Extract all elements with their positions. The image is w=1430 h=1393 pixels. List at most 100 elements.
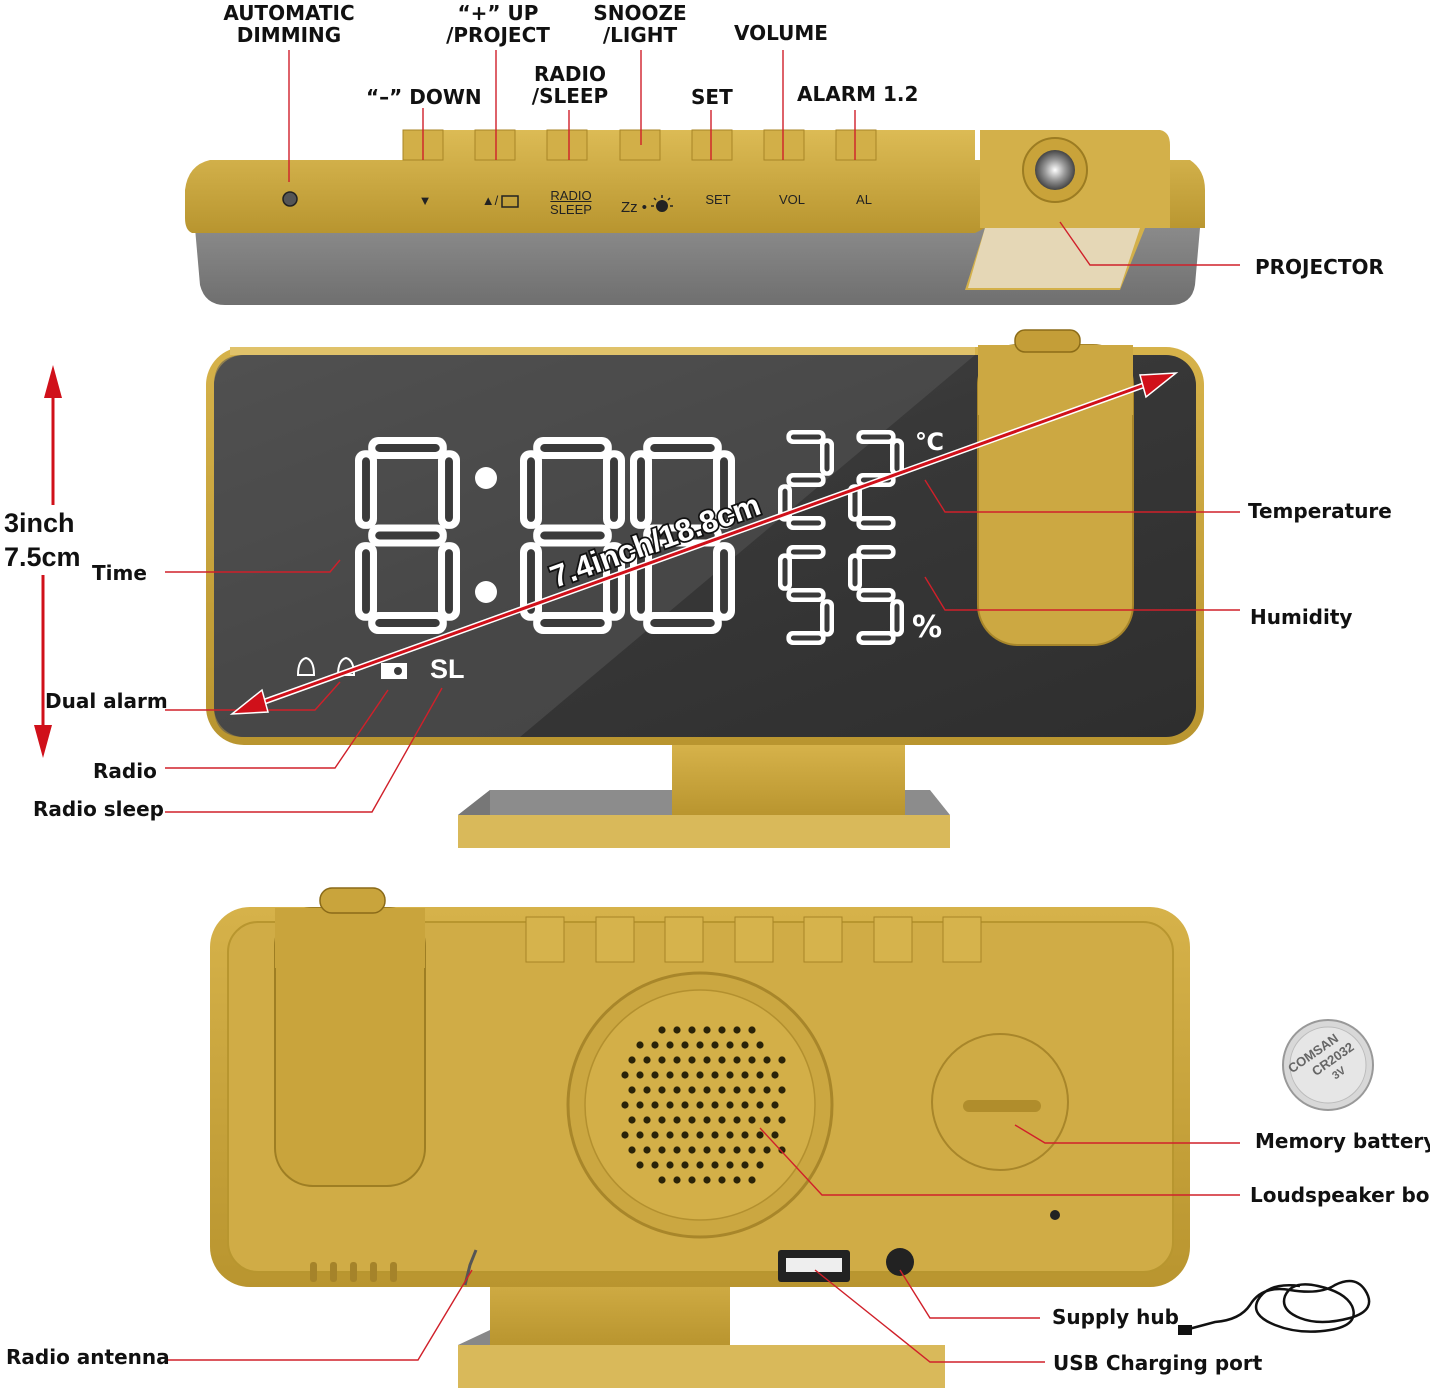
humidity-digit-2-segment-a-hollow <box>860 549 892 555</box>
label-automatic-dimming: AUTOMATIC DIMMING <box>223 1 355 47</box>
top-view-gray-panel <box>195 228 1200 305</box>
speaker-hole <box>778 1116 786 1124</box>
speaker-hole <box>666 1041 674 1049</box>
temp-digit-2-segment-b-hollow <box>894 442 900 472</box>
speaker-hole <box>681 1071 689 1079</box>
speaker-hole <box>703 1056 711 1064</box>
alarm-1-icon <box>296 656 316 676</box>
temp-digit-1-segment-d-hollow <box>790 520 822 526</box>
speaker-hole <box>756 1161 764 1169</box>
speaker-hole <box>711 1131 719 1139</box>
temp-digit-1-segment-g-hollow <box>790 477 822 483</box>
speaker-hole <box>658 1086 666 1094</box>
time-digit-1-segment-f-hollow <box>362 457 370 522</box>
back-stand-base <box>458 1345 945 1388</box>
time-digit-1-segment-d-hollow <box>375 619 440 627</box>
speaker-hole <box>703 1116 711 1124</box>
speaker-hole <box>666 1131 674 1139</box>
label-radio-antenna: Radio antenna <box>6 1345 170 1369</box>
speaker-hole <box>696 1161 704 1169</box>
time-digit-1-segment-e-hollow <box>362 549 370 614</box>
speaker-hole <box>741 1131 749 1139</box>
speaker-hole <box>628 1116 636 1124</box>
speaker-hole <box>711 1041 719 1049</box>
label-usb-port: USB Charging port <box>1053 1351 1263 1375</box>
label-time: Time <box>92 561 147 585</box>
speaker-hole <box>643 1056 651 1064</box>
speaker-hole <box>726 1131 734 1139</box>
speaker-hole <box>748 1176 756 1184</box>
caption-up: ▲/ <box>481 193 499 208</box>
time-digit-2-segment-a-hollow <box>540 444 605 452</box>
speaker-hole <box>673 1116 681 1124</box>
speaker-hole <box>711 1101 719 1109</box>
speaker-hole <box>748 1026 756 1034</box>
humidity-digit-1-segment-f-hollow <box>782 557 788 587</box>
speaker-hole <box>636 1131 644 1139</box>
label-up-project: “+” UP /PROJECT <box>446 1 550 47</box>
label-down: “–” DOWN <box>366 85 482 109</box>
label-volume: VOLUME <box>734 21 828 45</box>
speaker-hole <box>681 1041 689 1049</box>
speaker-hole <box>718 1116 726 1124</box>
speaker-hole <box>673 1026 681 1034</box>
humidity-digit-1-segment-g-hollow <box>790 592 822 598</box>
time-colon-dot-1 <box>475 467 497 489</box>
time-digit-3-segment-b-hollow <box>720 457 728 522</box>
time-digit-2-segment-c-hollow <box>610 549 618 614</box>
time-digit-3-segment-g-hollow <box>650 531 715 540</box>
speaker-hole <box>621 1131 629 1139</box>
speaker-hole <box>703 1146 711 1154</box>
speaker-hole <box>673 1056 681 1064</box>
speaker-hole <box>696 1101 704 1109</box>
speaker-hole <box>658 1176 666 1184</box>
speaker-hole <box>688 1146 696 1154</box>
speaker-hole <box>673 1086 681 1094</box>
speaker-hole <box>733 1116 741 1124</box>
humidity-digit-1-segment-d-hollow <box>790 635 822 641</box>
speaker-hole <box>681 1161 689 1169</box>
speaker-hole <box>733 1056 741 1064</box>
temp-digit-2-segment-d-hollow <box>860 520 892 526</box>
speaker-hole <box>703 1026 711 1034</box>
speaker-hole <box>628 1086 636 1094</box>
time-digit-1-segment-c-hollow <box>445 549 453 614</box>
speaker-hole <box>718 1146 726 1154</box>
speaker-hole <box>726 1041 734 1049</box>
speaker-hole <box>651 1041 659 1049</box>
speaker-hole <box>733 1026 741 1034</box>
speaker-hole <box>696 1131 704 1139</box>
speaker-hole <box>741 1161 749 1169</box>
speaker-hole <box>718 1056 726 1064</box>
humidity-unit: % <box>912 610 943 645</box>
front-stand-neck <box>672 745 905 815</box>
label-radio-sleep-indicator: Radio sleep <box>33 797 164 821</box>
speaker-hole <box>628 1146 636 1154</box>
back-view <box>210 887 1190 1388</box>
speaker-hole <box>748 1086 756 1094</box>
time-digit-2-segment-g-hollow <box>540 531 605 540</box>
speaker-hole <box>711 1071 719 1079</box>
speaker-hole <box>718 1176 726 1184</box>
time-digit-1-segment-g-hollow <box>375 531 440 540</box>
speaker-hole <box>733 1176 741 1184</box>
label-projector: PROJECTOR <box>1255 255 1384 279</box>
speaker-hole <box>718 1026 726 1034</box>
speaker-hole <box>651 1131 659 1139</box>
time-digit-2-segment-b-hollow <box>610 457 618 522</box>
speaker-hole <box>778 1146 786 1154</box>
label-loudspeaker-box: Loudspeaker box <box>1250 1183 1430 1207</box>
time-digit-1-segment-a-hollow <box>375 444 440 452</box>
time-digit-1-segment-b-hollow <box>445 457 453 522</box>
temp-digit-1-segment-e-hollow <box>782 488 788 518</box>
time-digit-3-segment-f-hollow <box>637 457 645 522</box>
leader-lines <box>165 50 1240 1363</box>
speaker-hole <box>636 1071 644 1079</box>
speaker-hole <box>771 1131 779 1139</box>
time-digit-2-segment-f-hollow <box>527 457 535 522</box>
speaker-hole <box>666 1101 674 1109</box>
speaker-hole <box>651 1071 659 1079</box>
speaker-hole <box>621 1071 629 1079</box>
speaker-hole <box>688 1176 696 1184</box>
